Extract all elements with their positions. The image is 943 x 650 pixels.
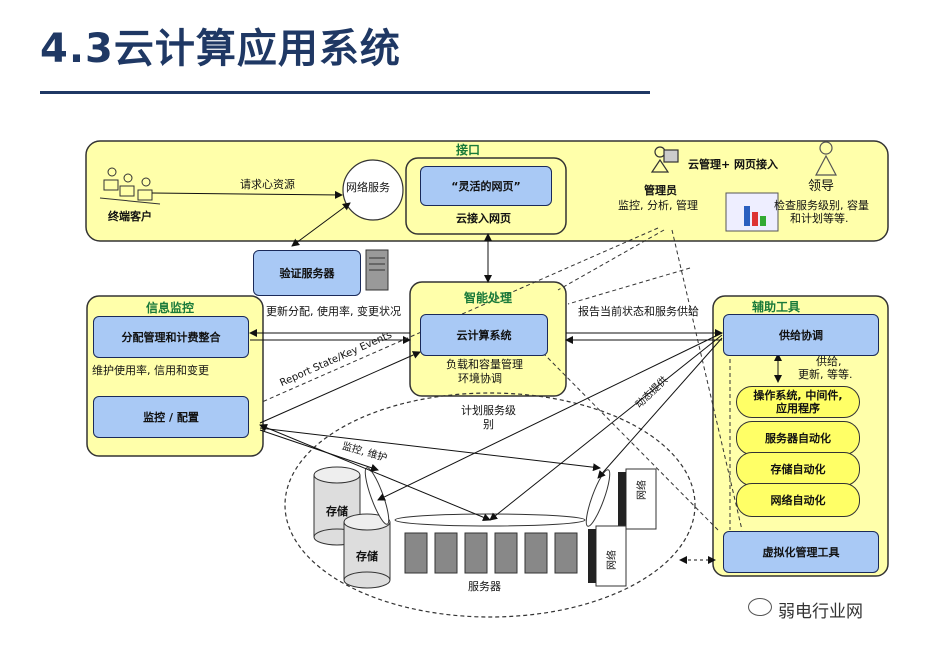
load-mgmt-1: 负载和容量管理 <box>446 358 523 371</box>
cloud-portal-label: 云接入网页 <box>456 212 511 225</box>
storage-label-1: 存储 <box>326 505 348 518</box>
os-label-2: 应用程序 <box>776 402 820 415</box>
supply-note-2: 更新, 等等. <box>798 368 853 381</box>
network-service-label: 网络服务 <box>346 181 390 194</box>
plan-level-2: 别 <box>483 418 494 431</box>
dashed-admin-4 <box>567 267 691 305</box>
leader-title: 领导 <box>808 179 835 194</box>
billing-box[interactable]: 分配管理和计费整合 <box>93 316 249 358</box>
monitor-panel-title: 信息监控 <box>146 301 195 315</box>
auth-server-icon <box>365 249 389 291</box>
servers-label: 服务器 <box>468 580 501 593</box>
request-arrow <box>151 190 343 199</box>
storage-auto-pill[interactable]: 存储自动化 <box>736 452 860 486</box>
page-title: 4.3云计算应用系统 <box>40 26 401 72</box>
live-page-box[interactable]: “灵活的网页” <box>420 166 552 206</box>
monitor-to-storage <box>259 429 379 472</box>
plan-level-1: 计划服务级 <box>461 404 516 417</box>
cloud-system-box[interactable]: 云计算系统 <box>420 314 548 356</box>
wechat-icon <box>748 598 772 616</box>
title-underline <box>40 91 650 94</box>
server-auto-pill[interactable]: 服务器自动化 <box>736 421 860 455</box>
storage-label-2: 存储 <box>356 550 378 563</box>
cloud-mgmt-label: 云管理+ 网页接入 <box>688 158 779 171</box>
dashed-admin-2 <box>557 229 665 291</box>
os-label-1: 操作系统, 中间件, <box>753 389 843 402</box>
server-racks <box>404 532 578 574</box>
admin-desc: 监控, 分析, 管理 <box>618 199 698 212</box>
monitor-to-servers <box>259 423 491 522</box>
end-user-icon <box>99 167 161 205</box>
network-switch-2 <box>588 525 627 587</box>
auth-link <box>291 202 351 247</box>
report-status-label: 报告当前状态和服务供给 <box>578 305 699 318</box>
os-pill[interactable]: 操作系统, 中间件, 应用程序 <box>736 386 860 418</box>
admin-title: 管理员 <box>644 184 677 197</box>
tools-to-servers <box>489 334 723 521</box>
monitor-config-box[interactable]: 监控 / 配置 <box>93 396 249 438</box>
network-auto-pill[interactable]: 网络自动化 <box>736 483 860 517</box>
resource-pool <box>284 392 696 618</box>
events-arrow <box>259 351 421 424</box>
dashed-admin-1 <box>261 227 659 403</box>
request-label: 请求心资源 <box>240 178 295 191</box>
monitor-to-network <box>259 427 601 472</box>
auth-server-box[interactable]: 验证服务器 <box>253 250 361 296</box>
network-label-2: 网络 <box>607 550 618 570</box>
load-mgmt-2: 环境协调 <box>458 372 502 385</box>
virtual-mgmt-box[interactable]: 虚拟化管理工具 <box>723 531 879 573</box>
tools-panel-title: 辅助工具 <box>752 300 801 314</box>
admin-icon <box>650 146 679 173</box>
report-chart-icon <box>725 192 779 232</box>
dashed-admin-3 <box>671 229 743 531</box>
link-lens-3 <box>585 469 611 527</box>
network-service-circle <box>342 159 404 221</box>
tools-to-network <box>597 337 723 479</box>
watermark-text: 弱电行业网 <box>778 602 863 622</box>
network-switch-1 <box>618 468 657 530</box>
leader-icon <box>815 141 837 176</box>
leader-desc-1: 检查服务级别, 容量 <box>774 199 869 212</box>
leader-desc-2: 和计划等等. <box>790 212 849 225</box>
update-usage-label: 更新分配, 使用率, 变更状况 <box>266 305 401 318</box>
supply-box[interactable]: 供给协调 <box>723 314 879 356</box>
end-user-label: 终端客户 <box>108 210 152 223</box>
dashed-smart-dyn <box>544 354 719 531</box>
network-label-1: 网络 <box>637 480 648 500</box>
supply-note-1: 供给, <box>816 355 842 368</box>
smart-panel-title: 智能处理 <box>464 291 513 305</box>
usage-label: 维护使用率, 信用和变更 <box>92 364 209 377</box>
interface-panel-title: 接口 <box>456 143 481 157</box>
tools-to-storage <box>377 332 723 501</box>
